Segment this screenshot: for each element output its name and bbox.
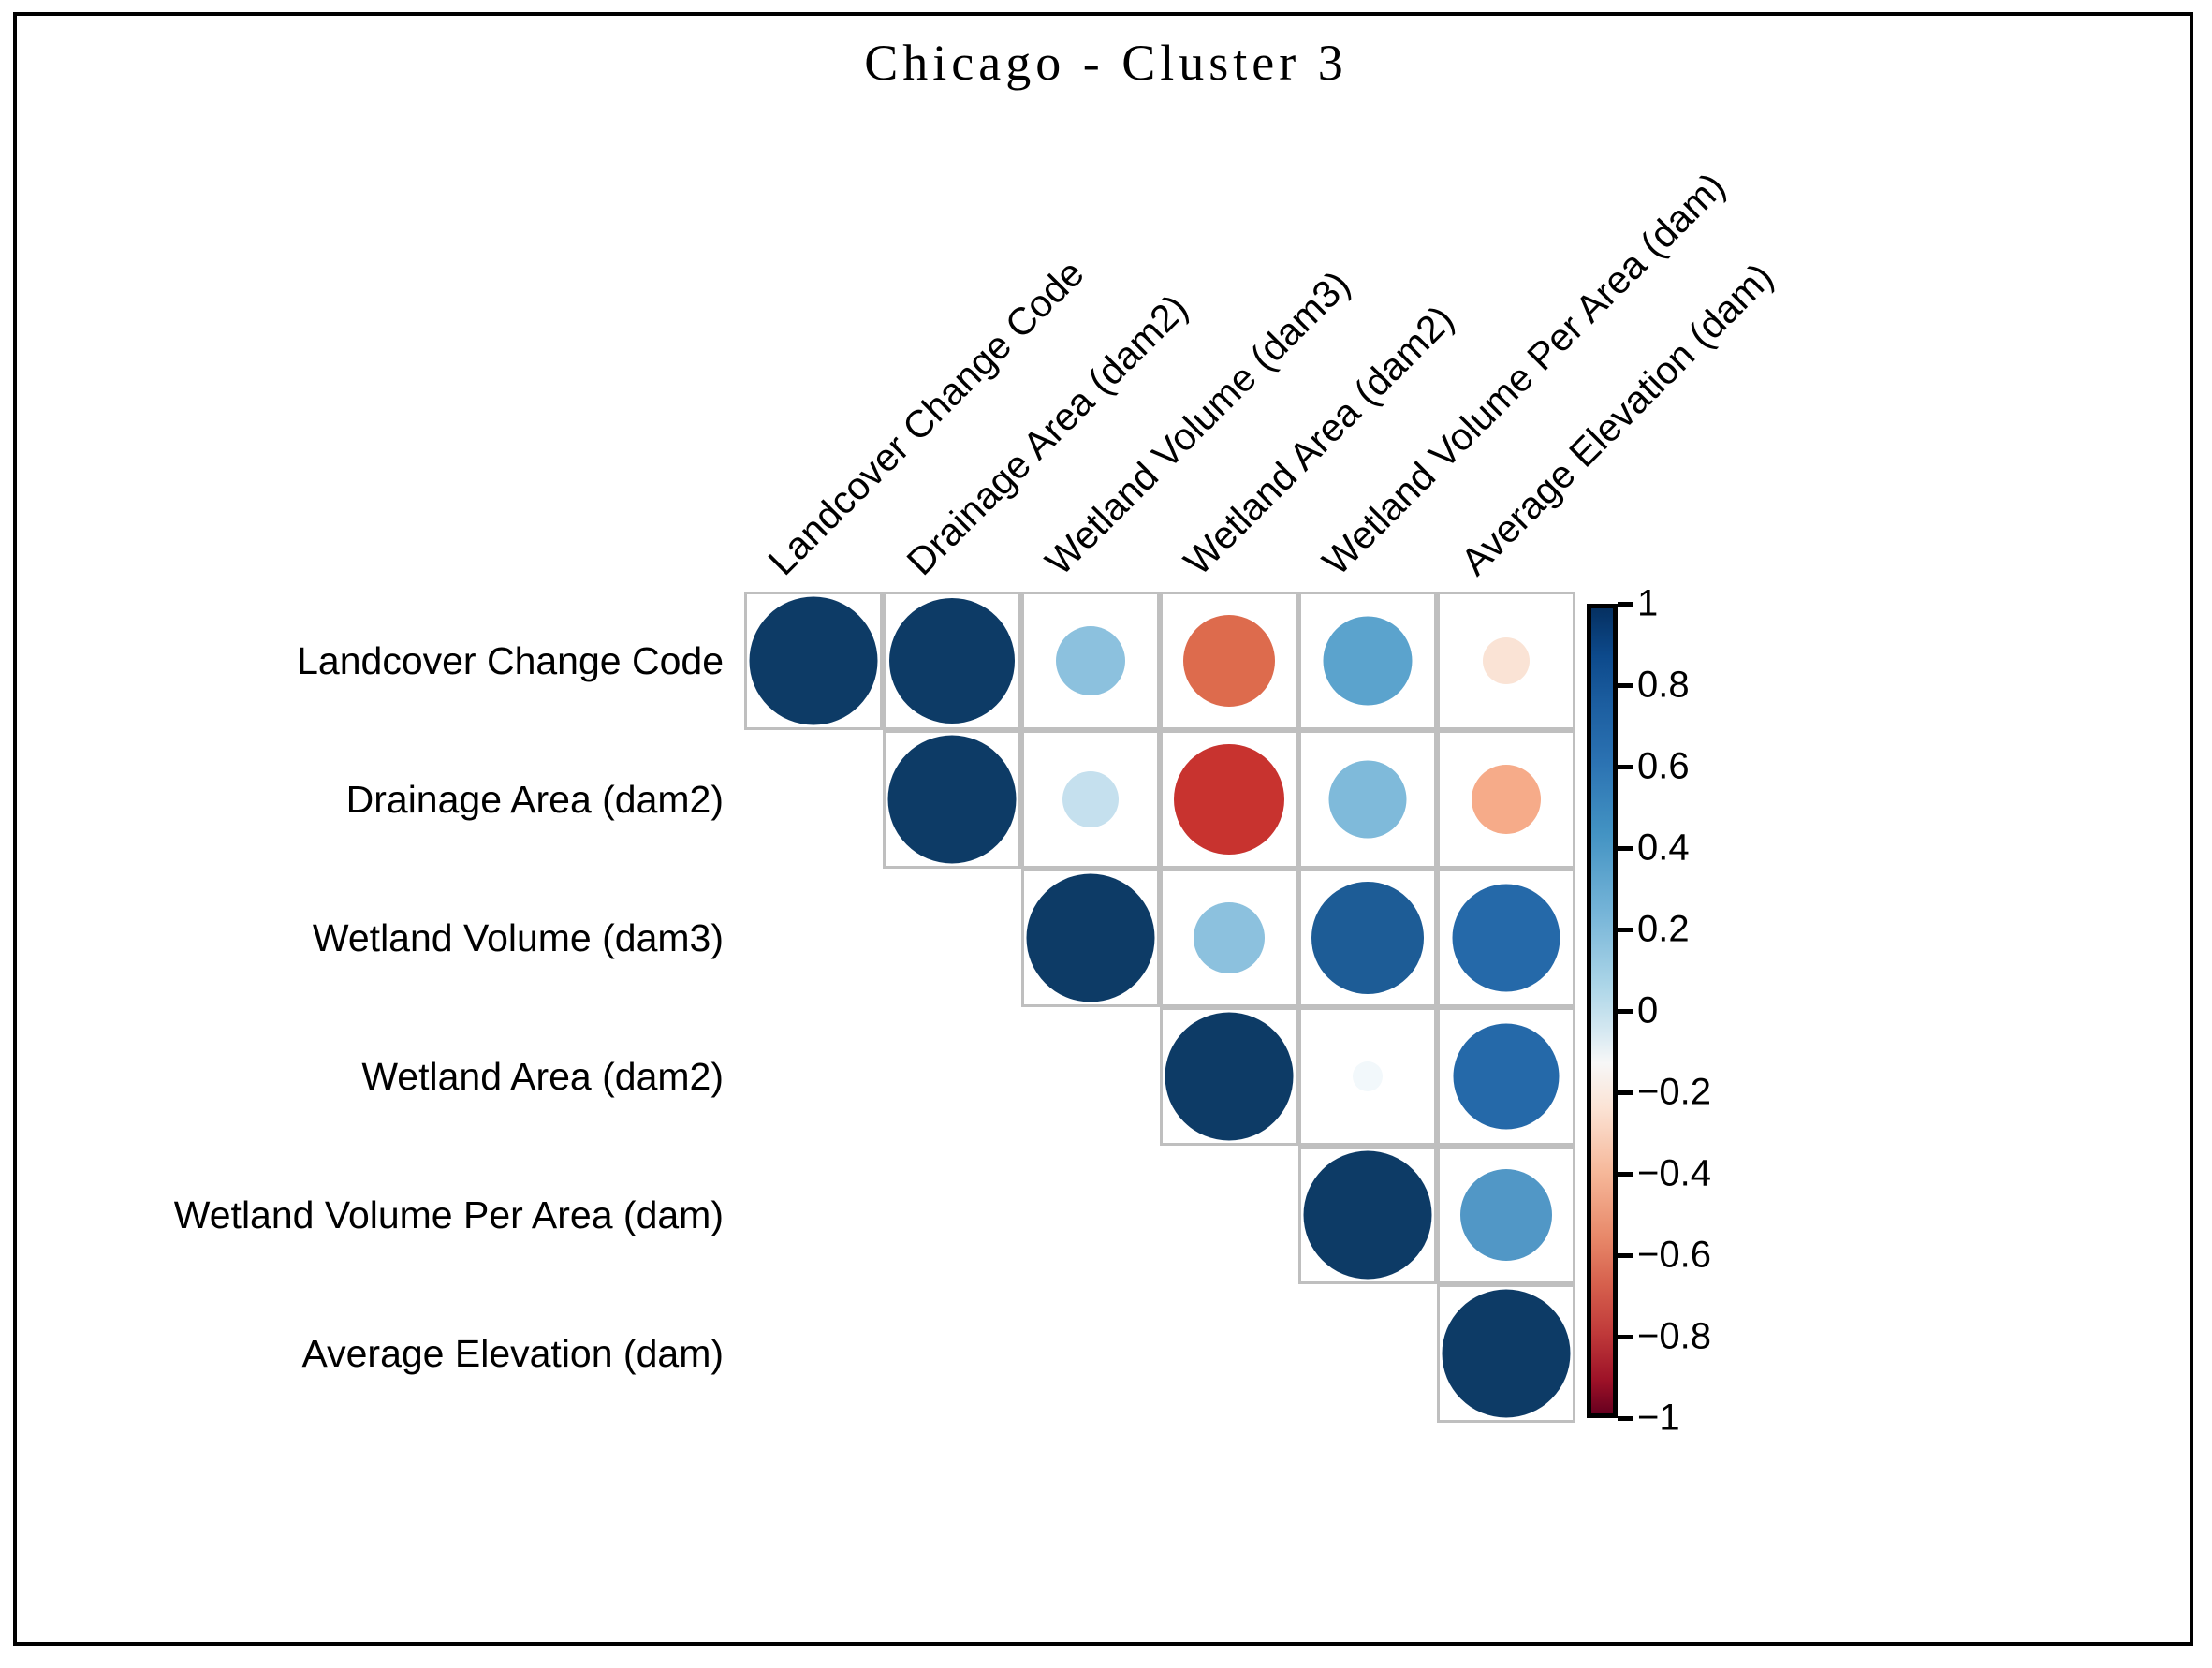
correlation-matrix-grid [744,592,1575,1423]
matrix-cell[interactable] [1160,592,1298,730]
colorbar[interactable]: 1 0.8 0.6 0.4 0.2 0 −0.2 −0.4 −0.6 −0.8 −1 [1587,583,1711,1439]
colorbar-gradient [1587,604,1618,1418]
correlation-circle [1328,760,1407,839]
colorbar-tick-label-6: −0.2 [1637,1071,1711,1113]
matrix-cell[interactable] [744,592,883,730]
colorbar-tick-2 [1618,765,1633,769]
matrix-cell[interactable] [1298,592,1437,730]
matrix-cell[interactable] [1021,592,1160,730]
page-title: Chicago - Cluster 3 [864,35,1348,91]
correlation-circle [1460,1169,1552,1261]
matrix-cell[interactable] [1437,869,1575,1007]
matrix-cell[interactable] [1298,1146,1437,1284]
colorbar-tick-0 [1618,602,1633,607]
matrix-cell[interactable] [1021,869,1160,1007]
correlation-circle [1311,882,1424,994]
matrix-cell[interactable] [1298,869,1437,1007]
correlation-circle [1165,1012,1294,1141]
row-label-5: Average Elevation (dam) [301,1332,724,1375]
matrix-cell[interactable] [1160,1007,1298,1146]
correlation-circle [1323,616,1413,706]
colorbar-tick-label-8: −0.6 [1637,1234,1711,1276]
colorbar-tick-label-4: 0.2 [1637,908,1690,950]
row-label-4: Wetland Volume Per Area (dam) [173,1193,724,1236]
colorbar-tick-label-5: 0 [1637,989,1659,1032]
colorbar-tick-4 [1618,928,1633,932]
axes-frame [13,12,2193,1646]
colorbar-tick-9 [1618,1335,1633,1339]
matrix-cell[interactable] [883,730,1021,869]
matrix-cell[interactable] [1160,730,1298,869]
row-label-1: Drainage Area (dam2) [345,778,724,821]
column-label-1: Drainage Area (dam2) [899,285,1196,584]
colorbar-tick-label-1: 0.8 [1637,664,1690,706]
correlation-circle [1353,1061,1383,1091]
row-label-0: Landcover Change Code [297,639,724,682]
colorbar-tick-10 [1618,1416,1633,1421]
colorbar-tick-8 [1618,1253,1633,1258]
colorbar-tick-label-10: −1 [1637,1397,1680,1439]
matrix-cell[interactable] [1298,1007,1437,1146]
matrix-cell[interactable] [1437,592,1575,730]
colorbar-tick-1 [1618,683,1633,688]
correlation-circle [889,598,1015,724]
colorbar-tick-6 [1618,1090,1633,1095]
colorbar-tick-5 [1618,1009,1633,1014]
colorbar-tick-3 [1618,846,1633,851]
correlation-circle [1452,884,1560,992]
colorbar-tick-7 [1618,1172,1633,1177]
correlation-circle [1026,873,1155,1002]
correlation-circle [1183,615,1275,707]
correlation-circle [1303,1150,1432,1280]
matrix-cell[interactable] [1298,730,1437,869]
correlation-circle [749,596,878,725]
matrix-cell[interactable] [1160,869,1298,1007]
matrix-cell[interactable] [1437,1146,1575,1284]
matrix-cell[interactable] [883,592,1021,730]
matrix-cell[interactable] [1021,730,1160,869]
correlation-circle [1472,765,1541,834]
matrix-cell[interactable] [1437,1007,1575,1146]
colorbar-tick-label-2: 0.6 [1637,745,1690,787]
colorbar-tick-label-7: −0.4 [1637,1152,1711,1194]
colorbar-tick-label-3: 0.4 [1637,827,1690,869]
correlation-circle [1194,902,1265,973]
correlation-circle [1056,626,1125,695]
correlation-circle [1174,744,1284,855]
correlation-circle [1442,1289,1571,1418]
colorbar-tick-label-0: 1 [1637,582,1659,624]
matrix-cell[interactable] [1437,1284,1575,1423]
correlation-circle [1483,637,1530,684]
correlation-circle [1062,771,1119,827]
column-label-3: Wetland Area (dam2) [1176,297,1463,584]
correlation-circle [887,735,1017,864]
row-label-2: Wetland Volume (dam3) [312,916,724,959]
row-label-3: Wetland Area (dam2) [361,1055,724,1098]
matrix-cell[interactable] [1437,730,1575,869]
colorbar-tick-label-9: −0.8 [1637,1315,1711,1357]
correlation-circle [1453,1023,1560,1130]
